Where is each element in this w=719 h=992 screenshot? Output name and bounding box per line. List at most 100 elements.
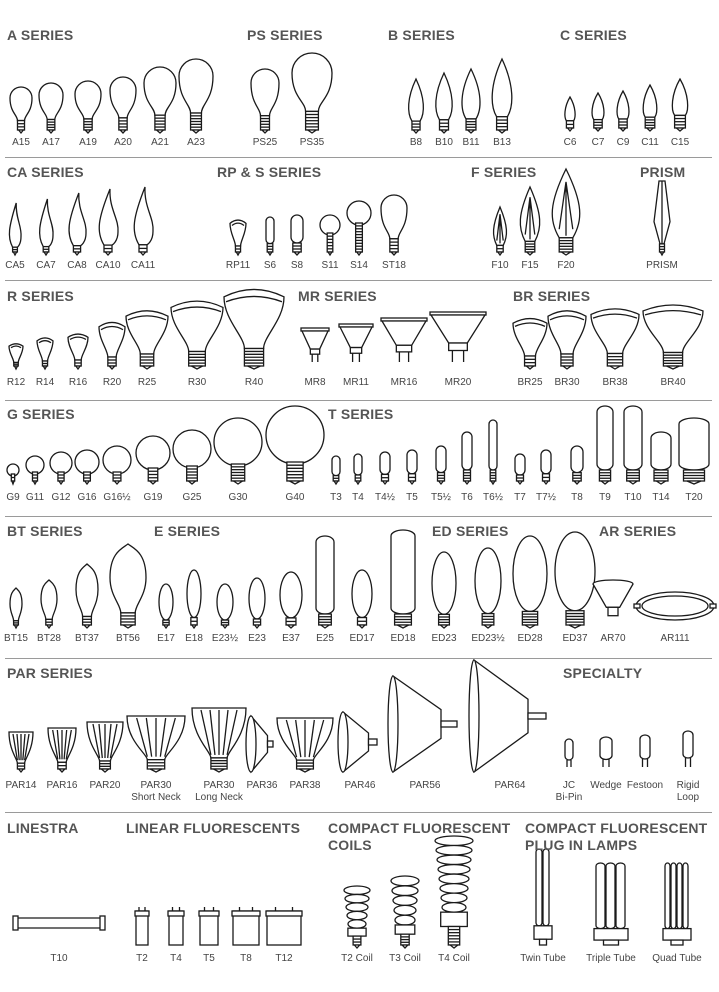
bulb-label: BR25 [517,377,542,389]
bulb-label: MR8 [304,377,325,389]
bulb-label-line: PAR20 [89,780,121,791]
section-title-ed: ED SERIES [432,523,509,539]
section-title-a: A SERIES [7,27,74,43]
bulb-label-line: A17 [42,137,60,148]
bulb-label: T10 [624,492,641,504]
bulb-label-line: S8 [290,260,304,271]
bulb-label: PAR38 [290,780,321,792]
bulb-label: R14 [36,377,54,389]
section-title-compact-fluorescent-plug-in: COMPACT FLUORESCENT [525,820,708,836]
bulb-rigid-loop-icon [682,730,694,767]
bulb-label: CA5 [5,260,24,272]
bulb-label-line: A20 [114,137,132,148]
bulb-label-line: MR20 [444,377,472,388]
bulb-ar70-icon [592,579,634,617]
bulb-label-line: ED17 [349,633,375,644]
bulb-label-line: T6 [461,492,473,503]
bulb-label-line: CA5 [5,260,25,271]
section-title-par: PAR SERIES [7,665,93,681]
bulb-label: T10 [50,953,67,965]
bulb-label-line: E18 [185,633,203,644]
bulb-par30-long-neck-icon [191,707,247,773]
bulb-label: G16 [78,492,97,504]
bulb-label: PRISM [646,260,678,272]
bulb-label: T4 [170,953,182,965]
bulb-label: CA11 [131,260,155,272]
bulb-t6half-icon [488,419,498,486]
bulb-label: G19 [144,492,163,504]
bulb-br25-icon [512,317,548,370]
bulb-label-line: Festoon [626,780,664,791]
bulb-label-line: PS35 [299,137,325,148]
bulb-g30-icon [213,417,263,485]
bulb-label-line: PAR30 [203,780,235,791]
bulb-label: Quad Tube [652,953,701,965]
bulb-label-line: T5½ [430,492,452,503]
bulb-t8-icon [570,445,584,485]
bulb-r12-icon [8,343,24,371]
section-divider [5,812,712,813]
bulb-label: A15 [12,137,30,149]
bulb-br38-icon [590,308,640,370]
bulb-label-line-2: Short Neck [131,792,181,803]
bulb-t4half-icon [379,451,391,486]
bulb-label: B8 [410,137,422,149]
bulb-label: T6½ [483,492,503,504]
bulb-label-line: Quad Tube [652,953,702,964]
bulb-f15-icon [519,185,541,256]
bulb-wedge-icon [599,736,613,767]
bulb-label: E23 [248,633,266,645]
bulb-label: AR111 [660,633,689,645]
bulb-label-line: E37 [282,633,300,644]
section-title-specialty: SPECIALTY [563,665,643,681]
bulb-c6-icon [564,95,576,133]
bulb-label-line: B13 [493,137,511,148]
bulb-label: RP11 [226,260,250,272]
bulb-e25-icon [315,535,335,629]
bulb-label-line: E25 [316,633,334,644]
section-title-e: E SERIES [154,523,221,539]
bulb-label-line: C11 [641,137,659,148]
bulb-label-line: T4 Coil [438,953,470,964]
bulb-label: C9 [617,137,630,149]
bulb-s8-icon [290,214,304,256]
section-divider [5,157,712,158]
bulb-r40-icon [223,288,285,370]
section-title-f: F SERIES [471,164,537,180]
bulb-label: BT15 [4,633,28,645]
bulb-bt28-icon [40,579,58,630]
bulb-label: ED37 [562,633,587,645]
bulb-e23-icon [248,577,266,630]
bulb-label-line: G19 [143,492,163,503]
bulb-label: G12 [52,492,71,504]
bulb-label-line-2: Long Neck [195,792,243,803]
bulb-label: T8 [240,953,252,965]
bulb-label-line: ED23½ [471,633,505,644]
bulb-label-line: E17 [157,633,175,644]
bulb-label-line: T8 [571,492,583,503]
bulb-label: ED17 [349,633,374,645]
bulb-e17-icon [158,583,174,630]
bulb-label-line: ST18 [382,260,406,271]
cfl-t4-coil-icon [434,835,474,949]
bulb-label-line: R16 [68,377,88,388]
bulb-label: E17 [157,633,175,645]
bulb-label: E37 [282,633,300,645]
bulb-jc-bipin-icon [564,738,574,767]
bulb-label: T7½ [536,492,556,504]
bulb-ed23half-icon [474,547,502,629]
bulb-label: ST18 [382,260,406,272]
bulb-label: T9 [599,492,611,504]
bulb-label-line: ED23 [431,633,457,644]
bulb-label: G25 [183,492,202,504]
bulb-label: Twin Tube [520,953,566,965]
bulb-bt56-icon [109,543,147,629]
bulb-label-line: BT28 [37,633,61,644]
bulb-linestra-t10-icon [12,915,106,931]
bulb-label-line: A19 [79,137,97,148]
bulb-label-line: T3 [330,492,342,503]
bulb-label-line: E23 [248,633,266,644]
bulb-label: CA10 [95,260,120,272]
bulb-label: S6 [264,260,276,272]
bulb-label-line: T5 [406,492,418,503]
